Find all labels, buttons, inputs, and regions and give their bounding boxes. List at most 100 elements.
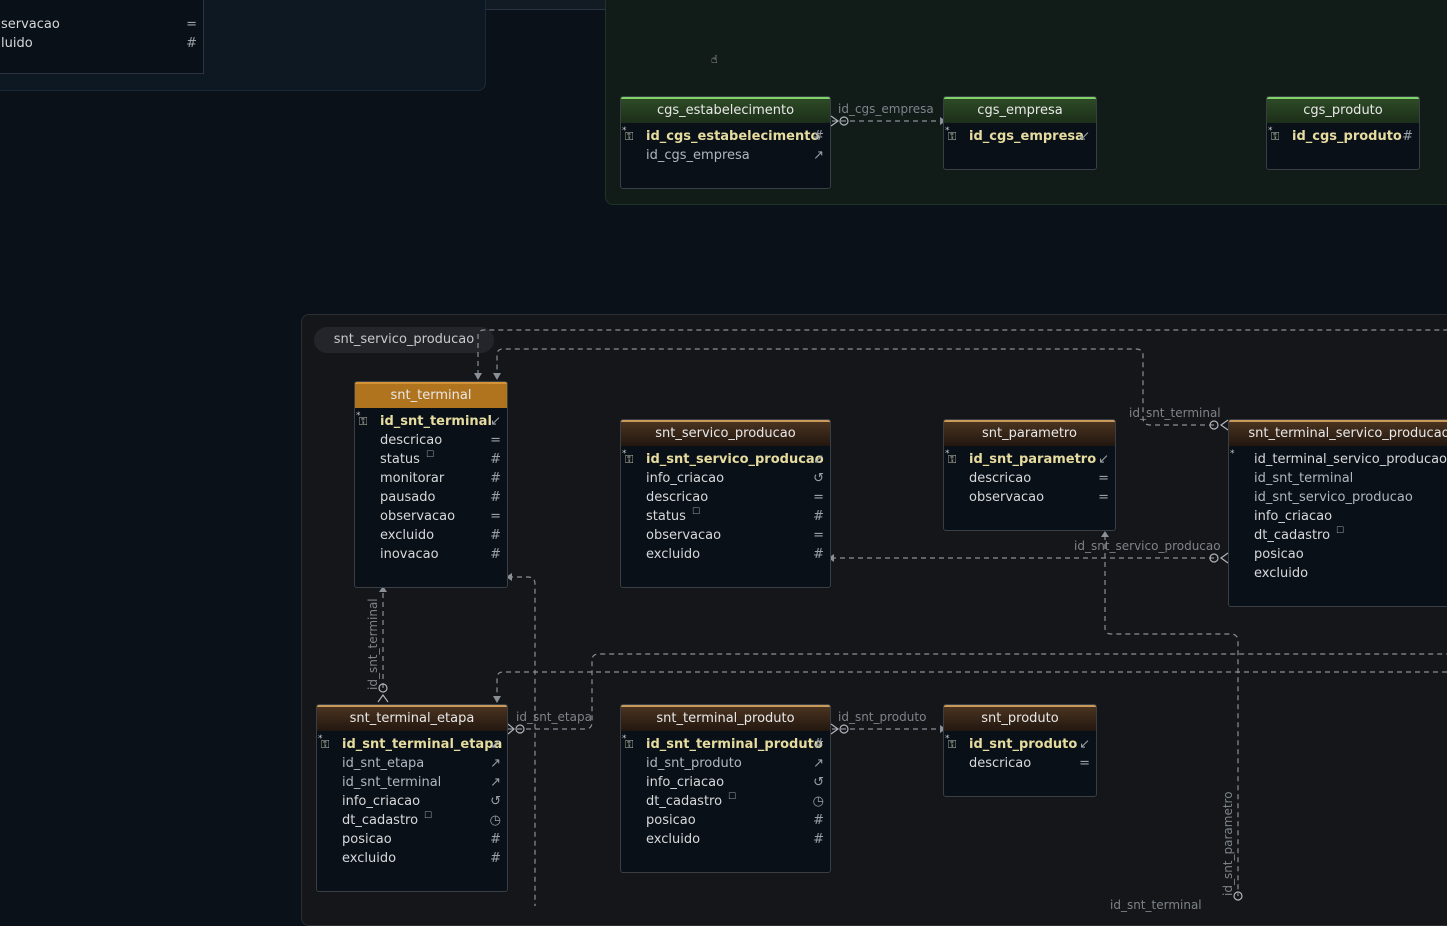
relation-label: id_snt_parametro [1221, 791, 1235, 896]
table-snt-terminal-servico-producao[interactable]: snt_terminal_servico_producao *id_termina… [1228, 419, 1447, 607]
table-row[interactable]: monitorar# [355, 469, 507, 488]
table-row[interactable]: info_criacao↺ [621, 469, 830, 488]
table-row[interactable]: *⚿id_snt_terminal↙ [355, 411, 507, 431]
column-name: info_criacao [342, 794, 421, 809]
table-cgs-produto[interactable]: cgs_produto *⚿id_cgs_produto# [1266, 96, 1420, 170]
column-name: posicao [1254, 547, 1304, 562]
table-title[interactable]: snt_produto [944, 705, 1096, 731]
table-cgs-estabelecimento[interactable]: cgs_estabelecimento *⚿id_cgs_estabelecime… [620, 96, 831, 189]
table-row[interactable]: *⚿id_snt_terminal_produto# [621, 734, 830, 754]
column-name: excluido [646, 832, 701, 847]
type-icon: # [813, 509, 824, 524]
table-snt-terminal-etapa[interactable]: snt_terminal_etapa *⚿id_snt_terminal_etap… [316, 704, 508, 892]
table-row[interactable]: id_snt_produto↗ [621, 754, 830, 773]
table-row[interactable]: observacao= [944, 488, 1115, 507]
table-row[interactable]: servacao = [0, 15, 203, 34]
table-partial-offscreen[interactable]: servacao = luido # [0, 0, 204, 74]
table-row[interactable]: *⚿id_snt_terminal_etapa↙ [317, 734, 507, 754]
group-label-snt-servico-producao[interactable]: snt_servico_producao [314, 327, 494, 353]
table-row[interactable]: id_cgs_empresa↗ [621, 146, 830, 165]
table-title[interactable]: snt_terminal_etapa [317, 705, 507, 731]
not-null-icon: * [622, 126, 627, 136]
table-title[interactable]: cgs_estabelecimento [621, 97, 830, 123]
column-name: id_cgs_estabelecimento [646, 129, 820, 144]
table-row[interactable]: id_snt_etapa↗ [317, 754, 507, 773]
table-row[interactable]: *id_terminal_servico_producao [1229, 449, 1447, 469]
column-name: observacao [969, 490, 1045, 505]
comment-icon: ☐ [1336, 526, 1345, 536]
table-row[interactable]: descricao = [355, 431, 507, 450]
column-name: excluido [1254, 566, 1309, 581]
type-icon: ◷ [812, 794, 824, 809]
column-name: info_criacao [646, 775, 725, 790]
table-row[interactable]: id_snt_terminal [1229, 469, 1447, 488]
table-title[interactable]: snt_parametro [944, 420, 1115, 446]
column-name: excluido [342, 851, 397, 866]
table-row[interactable]: *⚿id_cgs_produto# [1267, 126, 1419, 146]
type-icon: # [813, 813, 824, 828]
table-row[interactable]: observacao= [621, 526, 830, 545]
table-row[interactable]: excluido# [621, 830, 830, 849]
table-row[interactable]: observacao= [355, 507, 507, 526]
table-row[interactable]: *⚿id_cgs_estabelecimento# [621, 126, 830, 146]
table-row[interactable]: dt_cadastro☐◷ [621, 792, 830, 811]
table-row[interactable]: posicao# [317, 830, 507, 849]
table-title[interactable]: cgs_empresa [944, 97, 1096, 123]
table-row[interactable]: *⚿id_snt_produto↙ [944, 734, 1096, 754]
column-name: info_criacao [1254, 509, 1333, 524]
table-snt-servico-producao[interactable]: snt_servico_producao *⚿id_snt_servico_pro… [620, 419, 831, 588]
table-row[interactable]: *⚿id_snt_servico_producao↙ [621, 449, 830, 469]
type-icon: # [186, 36, 197, 51]
column-name: id_cgs_empresa [969, 129, 1084, 144]
table-row[interactable]: status☐# [621, 507, 830, 526]
column-name: observacao [646, 528, 722, 543]
table-row[interactable]: dt_cadastro☐ [1229, 526, 1447, 545]
table-row[interactable]: *⚿id_cgs_empresa↙ [944, 126, 1096, 146]
table-title[interactable]: snt_terminal_servico_producao [1229, 420, 1447, 446]
table-row[interactable]: *⚿id_snt_parametro↙ [944, 449, 1115, 469]
table-cgs-empresa[interactable]: cgs_empresa *⚿id_cgs_empresa↙ [943, 96, 1097, 170]
table-title[interactable]: snt_terminal_produto [621, 705, 830, 731]
table-row[interactable]: inovacao# [355, 545, 507, 564]
type-icon: # [813, 129, 824, 144]
table-row[interactable]: descricao= [944, 469, 1115, 488]
type-icon: = [186, 17, 197, 32]
table-title[interactable]: cgs_produto [1267, 97, 1419, 123]
relation-label: id_snt_produto [838, 710, 927, 724]
table-title[interactable]: snt_terminal [355, 382, 507, 408]
type-icon: ↙ [490, 414, 501, 429]
table-row[interactable]: excluido# [317, 849, 507, 868]
table-row[interactable]: pausado# [355, 488, 507, 507]
column-name: descricao [380, 433, 443, 448]
table-row[interactable]: excluido [1229, 564, 1447, 583]
table-row[interactable]: descricao= [944, 754, 1096, 773]
table-row[interactable]: descricao= [621, 488, 830, 507]
table-row[interactable]: excluido# [355, 526, 507, 545]
primary-key-icon: ⚿ [1271, 130, 1280, 143]
table-row[interactable]: luido # [0, 34, 203, 53]
relation-label: id_snt_terminal [1129, 406, 1221, 420]
table-snt-terminal[interactable]: snt_terminal *⚿id_snt_terminal↙ descricao =… [354, 381, 508, 588]
table-row[interactable]: status☐# [355, 450, 507, 469]
table-row[interactable]: posicao# [621, 811, 830, 830]
table-row[interactable]: id_snt_terminal↗ [317, 773, 507, 792]
table-row[interactable]: dt_cadastro☐◷ [317, 811, 507, 830]
table-snt-parametro[interactable]: snt_parametro *⚿id_snt_parametro↙descrica… [943, 419, 1116, 531]
relation-label: id_snt_terminal [366, 598, 380, 690]
table-snt-terminal-produto[interactable]: snt_terminal_produto *⚿id_snt_terminal_pr… [620, 704, 831, 873]
not-null-icon: * [622, 449, 627, 459]
table-row[interactable]: posicao [1229, 545, 1447, 564]
table-row[interactable]: info_criacao↺ [621, 773, 830, 792]
type-icon: = [490, 433, 501, 448]
relation-label: id_snt_servico_producao [1074, 539, 1221, 553]
table-snt-produto[interactable]: snt_produto *⚿id_snt_produto↙descricao= [943, 704, 1097, 797]
type-icon: # [490, 832, 501, 847]
relation-label: id_cgs_empresa [838, 102, 934, 116]
table-row[interactable]: info_criacao [1229, 507, 1447, 526]
table-row[interactable]: excluido# [621, 545, 830, 564]
type-icon: ↙ [490, 737, 501, 752]
table-row[interactable]: info_criacao↺ [317, 792, 507, 811]
table-title[interactable]: snt_servico_producao [621, 420, 830, 446]
column-name: servacao [1, 17, 60, 32]
table-row[interactable]: id_snt_servico_producao [1229, 488, 1447, 507]
